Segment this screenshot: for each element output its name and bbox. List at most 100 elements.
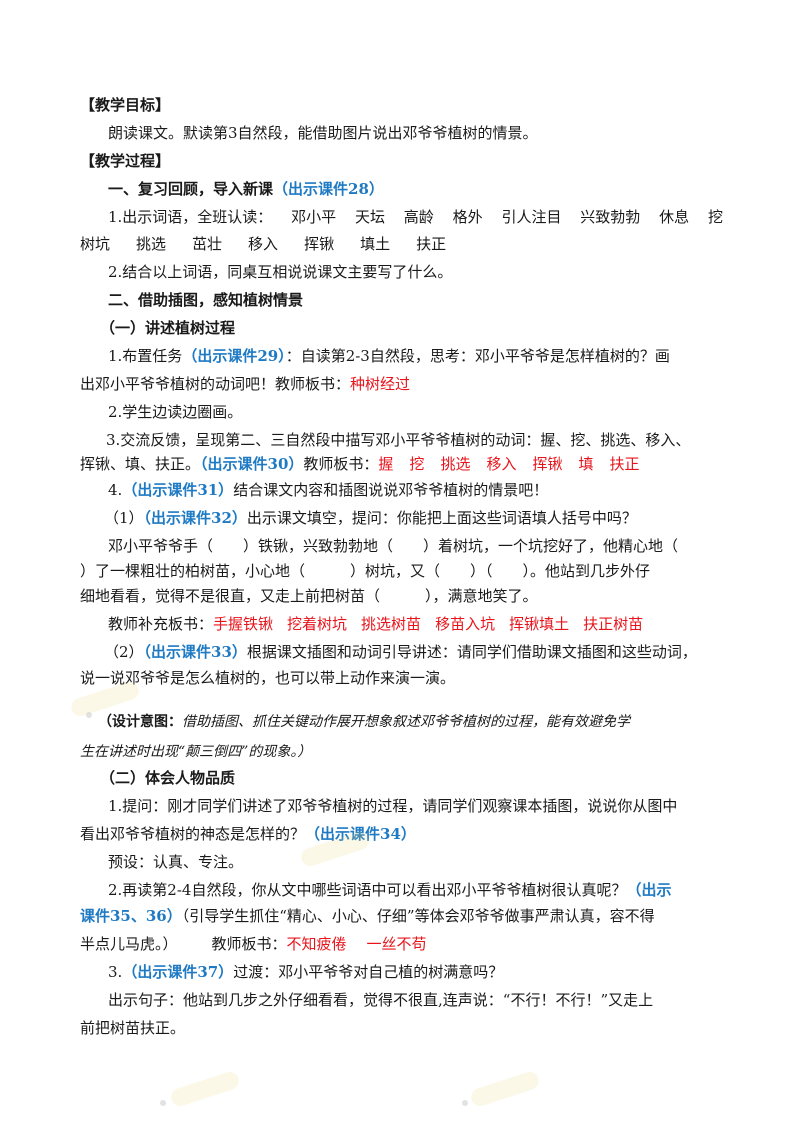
a4-1-prefix: （1） <box>104 509 144 527</box>
a1-text: 1.布置任务 <box>108 347 183 365</box>
board-item: 挑选 <box>440 455 471 473</box>
board-item: 挖着树坑 <box>287 615 348 633</box>
section-1-title: 一、复习回顾，导入新课（出示课件28） <box>108 177 788 201</box>
board-item: 手握铁锹 <box>213 615 274 633</box>
goal-text: 朗读课文。默读第3自然段，能借助图片说出邓爷爷植树的情景。 <box>108 124 538 142</box>
b2-text-2: （引导学生抓住“精心、小心、仔细”等体会邓爷爷做事严肃认真，容不得 <box>181 907 655 925</box>
vocab-prefix: 1.出示词语，全班认读： <box>108 208 273 226</box>
ppt-ref: 课件35、36） <box>80 907 182 925</box>
ppt-ref: （出示课件28） <box>273 180 384 198</box>
fill-line-3: 细地看看，觉得不是很直，又走上前把树苗（ ），满意地笑了。 <box>80 587 538 605</box>
board-item: 挥锹填土 <box>509 615 570 633</box>
board-text: 种树经过 <box>350 375 411 393</box>
a2-line: 2.学生边读边圈画。 <box>108 403 243 421</box>
vocab-line-2: 树坑 挑选 茁壮 移入 挥锹 填土 扶正 <box>80 232 760 256</box>
vocab-word: 移入 <box>248 235 279 253</box>
vocab-word: 挖 <box>707 208 723 226</box>
preset-line: 预设：认真、专注。 <box>108 853 244 871</box>
board-item: 挑选树苗 <box>361 615 422 633</box>
watermark-mark <box>468 1069 542 1109</box>
board-item: 握 <box>378 455 394 473</box>
design-line-1: （设计意图：借助插图、抓住关键动作展开想象叙述邓爷爷植树的过程，能有效避免学 <box>98 710 778 734</box>
vocab-word: 格外 <box>452 208 483 226</box>
b2-line-3: 半点儿马虎。） 教师板书：不知疲倦 一丝不苟 <box>80 932 760 956</box>
board-item: 不知疲倦 <box>286 935 347 953</box>
subsection-b-title: （二）体会人物品质 <box>100 769 236 787</box>
a1-line-2: 出邓小平爷爷植树的动词吧！教师板书：种树经过 <box>80 372 760 396</box>
board-item: 移入 <box>486 455 517 473</box>
board-item: 挥锹 <box>532 455 563 473</box>
vocab-word: 挥锹 <box>304 235 335 253</box>
fill-line-1: 邓小平爷爷手（ ）铁锹，兴致勃勃地（ ）着树坑，一个坑挖好了，他精心地（ <box>108 537 679 555</box>
design-label: （设计意图： <box>98 714 182 730</box>
b3-line: 3.（出示课件37）过渡：邓小平爷爷对自己植的树满意吗？ <box>108 960 788 984</box>
b1-line-2: 看出邓爷爷植树的神态是怎样的？（出示课件34） <box>80 822 760 846</box>
watermark-dot <box>462 1100 468 1106</box>
subsection-a-title: （一）讲述植树过程 <box>100 319 236 337</box>
a4-line: 4.（出示课件31）结合课文内容和插图说说邓爷爷植树的情景吧！ <box>108 478 788 502</box>
heading-teaching-process: 【教学过程】 <box>80 152 171 170</box>
watermark-dot <box>160 1100 166 1106</box>
a3-text: 挥锹、填、扶正。 <box>80 455 201 473</box>
board-label: 教师板书： <box>303 455 379 473</box>
b3-text: 过渡：邓小平爷爷对自己植的树满意吗？ <box>233 963 504 981</box>
a4-2-prefix: （2） <box>104 643 144 661</box>
vocab-word: 天坛 <box>354 208 385 226</box>
board-item: 填 <box>578 455 594 473</box>
ppt-ref: （出示课件33） <box>143 643 247 661</box>
board-label: 教师补充板书： <box>108 615 214 633</box>
b1-line-1: 1.提问：刚才同学们讲述了邓爷爷植树的过程，请同学们观察课本插图，说说你从图中 <box>108 797 678 815</box>
b2-text: 2.再读第2-4自然段，你从文中哪些词语中可以看出邓小平爷爷植树很认真呢？ <box>108 881 627 899</box>
a4-2-line-1: （2）（出示课件33）根据课文插图和动词引导讲述：请同学们借助课文插图和这些动词… <box>104 640 784 664</box>
item-1-2: 2.结合以上词语，同桌互相说说课文主要写了什么。 <box>108 263 453 281</box>
ppt-ref: （出示课件30） <box>200 455 304 473</box>
ppt-ref: （出示 <box>626 881 672 899</box>
supp-board-line: 教师补充板书：手握铁锹挖着树坑挑选树苗移苗入坑挥锹填土扶正树苗 <box>108 612 788 636</box>
ppt-ref: （出示课件37） <box>122 963 234 981</box>
board-item: 扶正树苗 <box>583 615 644 633</box>
design-text: 借助插图、抓住关键动作展开想象叙述邓爷爷植树的过程，能有效避免学 <box>182 714 630 730</box>
b1-text: 看出邓爷爷植树的神态是怎样的？ <box>80 825 306 843</box>
heading-teaching-goal: 【教学目标】 <box>80 96 171 114</box>
section-1-title-text: 一、复习回顾，导入新课 <box>108 180 274 198</box>
b2-line-2: 课件35、36）（引导学生抓住“精心、小心、仔细”等体会邓爷爷做事严肃认真，容不… <box>80 904 760 928</box>
a3-line-2: 挥锹、填、扶正。（出示课件30）教师板书：握挖挑选移入挥锹填扶正 <box>80 452 760 476</box>
vocab-line-1: 1.出示词语，全班认读： 邓小平 天坛 高龄 格外 引人注目 兴致勃勃 休息 挖 <box>108 205 723 229</box>
a4-2-line-2: 说一说邓爷爷是怎么植树的，也可以带上动作来演一演。 <box>80 669 456 687</box>
b3-prefix: 3. <box>108 963 123 981</box>
ppt-ref: （出示课件31） <box>122 481 234 499</box>
watermark-dot <box>86 712 92 718</box>
vocab-word: 茁壮 <box>192 235 223 253</box>
board-label: 教师板书： <box>211 935 287 953</box>
a4-1-line: （1）（出示课件32）出示课文填空，提问：你能把上面这些词语填人括号中吗？ <box>104 506 784 530</box>
a4-prefix: 4. <box>108 481 123 499</box>
vocab-word: 填土 <box>360 235 391 253</box>
design-line-2: 生在讲述时出现“颠三倒四”的现象。） <box>80 744 312 760</box>
a1-text-3: 出邓小平爷爷植树的动词吧！教师板书： <box>80 375 351 393</box>
b2-line-1: 2.再读第2-4自然段，你从文中哪些词语中可以看出邓小平爷爷植树很认真呢？（出示 <box>108 878 788 902</box>
sentence-line-1: 出示句子：他站到几步之外仔细看看，觉得不很直,连声说：“不行！不行！”又走上 <box>108 991 654 1009</box>
board-item: 一丝不苟 <box>366 935 427 953</box>
board-item: 挖 <box>409 455 425 473</box>
board-item: 移苗入坑 <box>435 615 496 633</box>
a1-text-2: ：自读第2-3自然段，思考：邓小平爷爷是怎样植树的？画 <box>285 347 670 365</box>
vocab-word: 挑选 <box>136 235 167 253</box>
vocab-word: 休息 <box>659 208 690 226</box>
watermark-mark <box>168 1069 242 1109</box>
a4-2-text: 根据课文插图和动词引导讲述：请同学们借助课文插图和这些动词， <box>246 643 697 661</box>
vocab-word: 引人注目 <box>501 208 562 226</box>
b2-text-3: 半点儿马虎。） <box>80 935 178 953</box>
vocab-word: 邓小平 <box>291 208 337 226</box>
ppt-ref: （出示课件34） <box>305 825 416 843</box>
vocab-word: 扶正 <box>416 235 447 253</box>
vocab-word: 兴致勃勃 <box>580 208 641 226</box>
a4-1-text: 出示课文填空，提问：你能把上面这些词语填人括号中吗？ <box>246 509 637 527</box>
sentence-line-2: 前把树苗扶正。 <box>80 1019 186 1037</box>
a1-line-1: 1.布置任务（出示课件29）：自读第2-3自然段，思考：邓小平爷爷是怎样植树的？… <box>108 344 788 368</box>
board-item: 扶正 <box>609 455 640 473</box>
section-2-title: 二、借助插图，感知植树情景 <box>108 291 304 309</box>
fill-line-2: ）了一棵粗壮的柏树苗，小心地（ ）树坑，又（ ）（ ）。他站到几步外仔 <box>80 562 651 580</box>
ppt-ref: （出示课件29） <box>182 347 286 365</box>
vocab-word: 树坑 <box>80 235 111 253</box>
